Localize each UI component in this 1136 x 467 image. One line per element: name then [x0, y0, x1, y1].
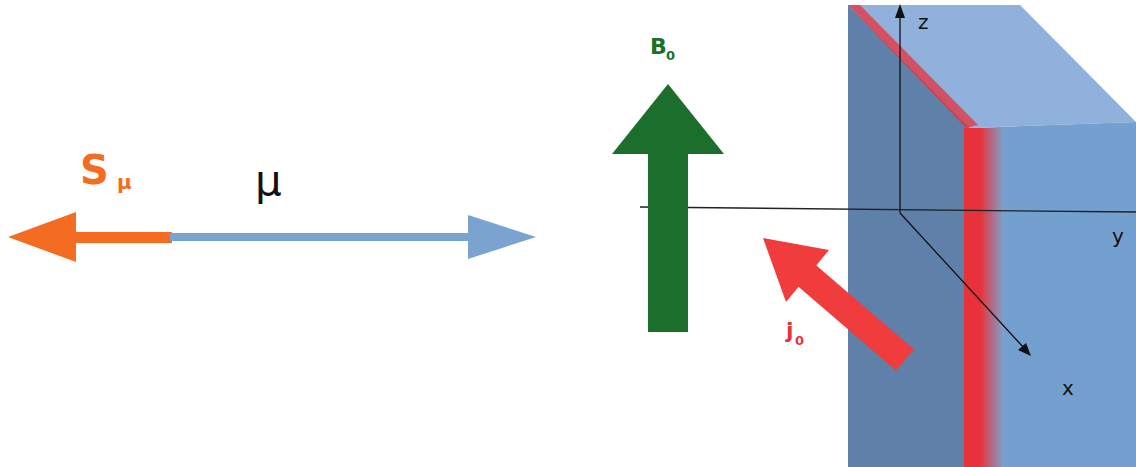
slab-front-face — [848, 5, 970, 467]
muon-arrow-head — [468, 215, 536, 259]
field-arrow-shaft — [648, 152, 688, 332]
muon-label: μ — [255, 160, 282, 202]
axis-label: y — [1112, 226, 1124, 246]
axis-label: z — [918, 12, 929, 32]
current-layer-top — [848, 5, 978, 128]
y-axis — [640, 207, 1136, 212]
x-axis-head — [1018, 343, 1031, 356]
x-axis — [900, 213, 1024, 348]
z-axis-head — [895, 4, 905, 18]
field-subscript: 0 — [666, 49, 675, 62]
spin-subscript: μ — [117, 172, 132, 192]
field-arrow-head — [612, 84, 724, 154]
axis-label: x — [1062, 378, 1074, 398]
spin-label: S — [80, 150, 109, 190]
spin-arrow-shaft — [70, 232, 172, 243]
current-label: j — [786, 320, 794, 342]
field-label: B — [650, 36, 667, 58]
muon-arrow-shaft — [170, 233, 472, 241]
z-axis — [899, 14, 900, 213]
current-arrow-head — [763, 238, 829, 302]
current-arrow-shaft — [805, 274, 905, 360]
current-layer — [964, 128, 1004, 467]
current-subscript: 0 — [795, 334, 804, 347]
spin-arrow-head — [8, 212, 76, 262]
